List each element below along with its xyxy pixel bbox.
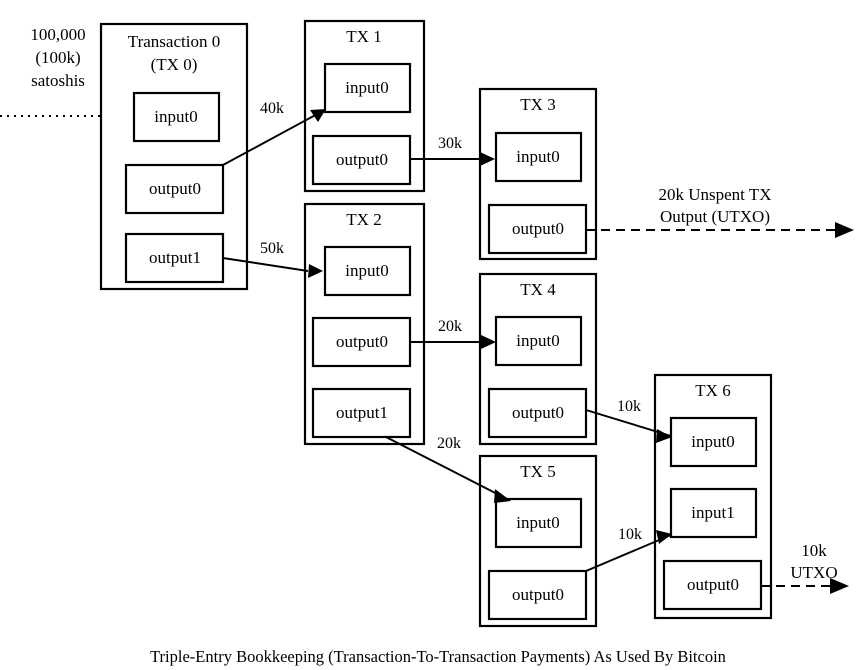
tx3-slot-input0-label: input0 bbox=[516, 147, 559, 166]
flow-10k-top-arrowhead bbox=[656, 429, 672, 443]
flow-tx2-output0-to-tx4-input0: 20k bbox=[410, 318, 496, 349]
flow-30k-arrowhead bbox=[480, 152, 495, 166]
tx0-title-line2: (TX 0) bbox=[151, 55, 198, 74]
flow-utxo-20k-arrowhead bbox=[835, 222, 854, 238]
tx0-slot-input0-label: input0 bbox=[154, 107, 197, 126]
transaction-tx5[interactable]: TX 5 input0 output0 bbox=[478, 454, 598, 628]
transaction-tx0[interactable]: Transaction 0 (TX 0) input0 output0 outp… bbox=[99, 22, 249, 291]
tx6-slot-input1-box[interactable] bbox=[669, 487, 758, 539]
tx4-title-line1: TX 4 bbox=[520, 280, 556, 299]
flow-tx0-output1-to-tx2-input0: 50k bbox=[222, 240, 323, 278]
tx0-slot-output0-label: output0 bbox=[149, 179, 201, 198]
tx0-slot-input0-box[interactable] bbox=[132, 91, 221, 143]
utxo-10k-label-line1: 10k bbox=[801, 541, 827, 560]
tx6-slot-input0-label: input0 bbox=[691, 432, 734, 451]
flow-tx3-output0-to-utxo: 20k Unspent TX Output (UTXO) bbox=[586, 185, 854, 238]
transaction-tx2[interactable]: TX 2 input0 output0 output1 bbox=[303, 202, 426, 446]
tx6-title-line1: TX 6 bbox=[695, 381, 730, 400]
utxo-10k-label-line2: UTXO bbox=[790, 563, 837, 582]
flow-tx0-output0-to-tx1-input0: 40k bbox=[222, 100, 326, 166]
flow-50k-label: 50k bbox=[260, 240, 284, 257]
tx4-slot-output0-box[interactable] bbox=[487, 387, 588, 439]
utxo-20k-label-line1: 20k Unspent TX bbox=[658, 185, 771, 204]
flow-20k-bottom-arrowhead bbox=[494, 489, 511, 503]
tx4-slot-input0-box[interactable] bbox=[494, 315, 583, 367]
flow-10k-bottom-label: 10k bbox=[618, 526, 642, 543]
source-amount-label: 100,000 (100k) satoshis bbox=[30, 25, 85, 90]
tx5-slot-input0-label: input0 bbox=[516, 513, 559, 532]
tx5-title-line1: TX 5 bbox=[520, 462, 555, 481]
tx6-slot-output0-label: output0 bbox=[687, 575, 739, 594]
tx3-slot-input0-box[interactable] bbox=[494, 131, 583, 183]
tx1-slot-output0-box[interactable] bbox=[311, 134, 412, 186]
tx6-slot-output0-box[interactable] bbox=[662, 559, 763, 611]
transaction-tx1[interactable]: TX 1 input0 output0 bbox=[303, 19, 426, 193]
source-label-line3: satoshis bbox=[31, 71, 85, 90]
flow-40k-line bbox=[222, 111, 322, 166]
tx1-slot-output0-label: output0 bbox=[336, 150, 388, 169]
flow-10k-bottom-line bbox=[585, 534, 672, 572]
flow-tx6-output0-to-utxo: 10k UTXO bbox=[761, 541, 849, 594]
flow-10k-bottom-arrowhead bbox=[656, 530, 672, 544]
tx5-slot-input0-box[interactable] bbox=[494, 497, 583, 549]
flow-20k-bottom-label: 20k bbox=[437, 435, 461, 452]
flow-tx4-output0-to-tx6-input0: 10k bbox=[585, 398, 672, 443]
flow-tx2-output1-to-tx5-input0: 20k bbox=[385, 435, 511, 503]
tx2-slot-input0-label: input0 bbox=[345, 261, 388, 280]
flow-10k-top-label: 10k bbox=[617, 398, 641, 415]
flow-20k-top-arrowhead bbox=[481, 335, 496, 349]
transaction-tx6[interactable]: TX 6 input0 input1 output0 bbox=[653, 373, 773, 620]
tx1-title-line1: TX 1 bbox=[346, 27, 381, 46]
tx2-slot-input0-box[interactable] bbox=[323, 245, 412, 297]
tx3-slot-output0-label: output0 bbox=[512, 219, 564, 238]
tx0-slot-output0-box[interactable] bbox=[124, 163, 225, 215]
source-label-line1: 100,000 bbox=[30, 25, 85, 44]
transaction-tx4[interactable]: TX 4 input0 output0 bbox=[478, 272, 598, 446]
flow-tx1-output0-to-tx3-input0: 30k bbox=[410, 135, 495, 166]
diagram-caption: Triple-Entry Bookkeeping (Transaction-To… bbox=[150, 647, 726, 666]
tx2-slot-output1-label: output1 bbox=[336, 403, 388, 422]
flow-30k-label: 30k bbox=[438, 135, 462, 152]
tx1-slot-input0-box[interactable] bbox=[323, 62, 412, 114]
flow-tx5-output0-to-tx6-input1: 10k bbox=[585, 526, 672, 572]
tx6-slot-input0-box[interactable] bbox=[669, 416, 758, 468]
source-label-line2: (100k) bbox=[35, 48, 80, 67]
transaction-tx3[interactable]: TX 3 input0 output0 bbox=[478, 87, 598, 261]
flow-20k-top-label: 20k bbox=[438, 318, 462, 335]
flow-utxo-10k-arrowhead bbox=[830, 578, 849, 594]
flow-50k-arrowhead bbox=[308, 264, 323, 278]
tx4-slot-input0-label: input0 bbox=[516, 331, 559, 350]
tx2-title-line1: TX 2 bbox=[346, 210, 381, 229]
tx4-slot-output0-label: output0 bbox=[512, 403, 564, 422]
tx1-slot-input0-label: input0 bbox=[345, 78, 388, 97]
tx0-slot-output1-label: output1 bbox=[149, 248, 201, 267]
tx6-slot-input1-label: input1 bbox=[691, 503, 734, 522]
tx0-title-line1: Transaction 0 bbox=[128, 32, 220, 51]
tx5-slot-output0-label: output0 bbox=[512, 585, 564, 604]
flow-40k-arrowhead bbox=[310, 109, 326, 122]
tx2-slot-output1-box[interactable] bbox=[311, 387, 412, 439]
tx2-slot-output0-label: output0 bbox=[336, 332, 388, 351]
tx3-title-line1: TX 3 bbox=[520, 95, 555, 114]
flow-20k-bottom-line bbox=[385, 436, 508, 500]
tx5-slot-output0-box[interactable] bbox=[487, 569, 588, 621]
tx3-slot-output0-box[interactable] bbox=[487, 203, 588, 255]
flow-40k-label: 40k bbox=[260, 100, 284, 117]
flow-50k-line bbox=[222, 257, 309, 272]
utxo-20k-label-line2: Output (UTXO) bbox=[660, 207, 770, 226]
